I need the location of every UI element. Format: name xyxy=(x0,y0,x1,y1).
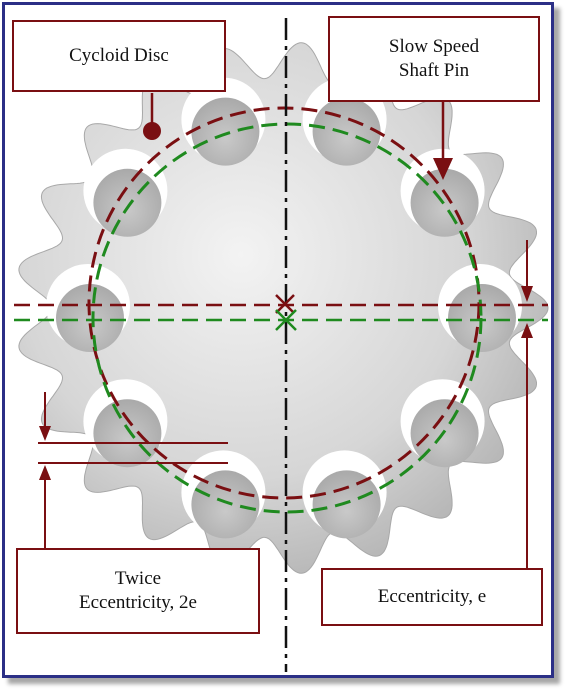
center-mark-red xyxy=(275,294,295,314)
shaft-pin xyxy=(191,470,260,539)
eccentricity-text: Eccentricity, e xyxy=(377,586,487,608)
cycloid-disc-pointer-dot xyxy=(143,122,161,140)
shaft-pin-arrowhead xyxy=(433,158,453,180)
shaft-pin xyxy=(93,399,162,468)
twice-ecc-bottom-arrowhead xyxy=(39,465,51,480)
eccentricity-label: Eccentricity, e xyxy=(321,568,543,626)
twice-ecc-top-arrowhead xyxy=(39,426,51,441)
shaft-pin xyxy=(56,284,124,352)
twice-ecc-text-line2: Eccentricity, 2e xyxy=(79,592,197,613)
shaft-pin xyxy=(312,97,381,166)
shaft-pin xyxy=(191,97,260,166)
shaft-pin xyxy=(312,470,381,539)
twice-eccentricity-label: Twice Eccentricity, 2e xyxy=(16,548,260,634)
cycloid-disc-label: Cycloid Disc xyxy=(12,20,226,92)
slow-speed-text-line2: Shaft Pin xyxy=(398,60,470,81)
ecc-top-arrowhead xyxy=(521,286,533,302)
shaft-pin xyxy=(93,168,162,237)
slow-speed-shaft-pin-label: Slow Speed Shaft Pin xyxy=(328,16,540,102)
twice-ecc-text-line1: Twice xyxy=(114,568,162,590)
center-mark-green xyxy=(275,309,297,331)
ecc-bottom-arrowhead xyxy=(521,323,533,338)
slow-speed-text-line1: Slow Speed xyxy=(388,36,480,58)
cycloid-disc-text: Cycloid Disc xyxy=(69,45,169,67)
